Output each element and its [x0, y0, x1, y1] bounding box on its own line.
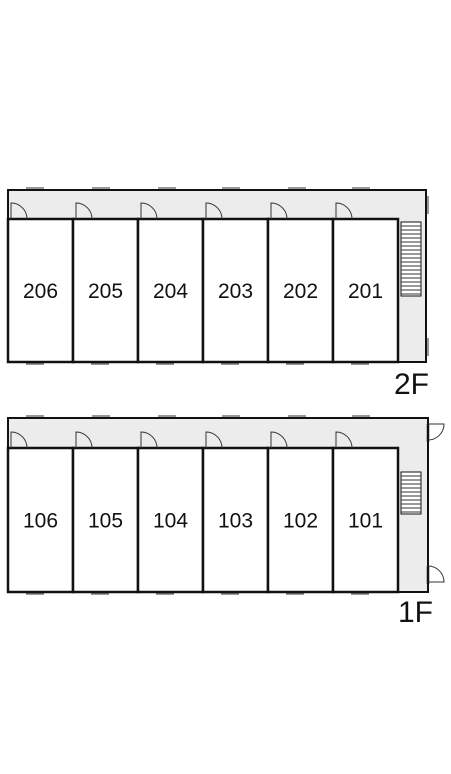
door-icon [75, 202, 93, 220]
entry-door-upper [426, 423, 445, 442]
door-icon [10, 202, 28, 220]
unit-number: 206 [23, 280, 58, 303]
door-icon [75, 431, 93, 449]
unit-number: 201 [348, 280, 383, 303]
room-103: 103 [201, 446, 270, 595]
door-icon [335, 202, 353, 220]
room-outline [331, 217, 400, 364]
floor-1f: 106 105 104 103 102 101 1F [6, 415, 445, 629]
unit-number: 203 [218, 280, 253, 303]
door-icon [270, 202, 288, 220]
room-outline [136, 217, 205, 364]
room-outline [6, 217, 75, 364]
room-204: 204 [136, 217, 205, 365]
door-icon [205, 431, 223, 449]
unit-number: 205 [88, 280, 123, 303]
room-outline [71, 446, 140, 594]
room-203: 203 [201, 217, 270, 365]
door-icon [270, 431, 288, 449]
room-102: 102 [266, 446, 335, 595]
unit-number: 204 [153, 280, 188, 303]
room-206: 206 [6, 217, 75, 365]
room-outline [136, 446, 205, 594]
floor-label-2f: 2F [394, 368, 429, 401]
room-201: 201 [331, 217, 400, 365]
stairs-1f [400, 471, 422, 515]
room-205: 205 [71, 217, 140, 365]
room-outline [201, 446, 270, 594]
door-icon [140, 431, 158, 449]
unit-number: 104 [153, 510, 188, 533]
room-202: 202 [266, 217, 335, 365]
room-101: 101 [331, 446, 400, 595]
room-outline [266, 217, 335, 364]
unit-number: 101 [348, 510, 383, 533]
floor-label-1f: 1F [398, 596, 433, 629]
room-105: 105 [71, 446, 140, 595]
door-icon [140, 202, 158, 220]
room-outline [201, 217, 270, 364]
room-106: 106 [6, 446, 75, 595]
door-icon [10, 431, 28, 449]
door-icon [205, 202, 223, 220]
stairs-2f [400, 221, 422, 297]
unit-number: 202 [283, 280, 318, 303]
door-icon [335, 431, 353, 449]
room-outline [331, 446, 400, 594]
unit-number: 105 [88, 510, 123, 533]
unit-number: 106 [23, 510, 58, 533]
entry-door-lower [426, 565, 445, 584]
room-outline [266, 446, 335, 594]
unit-number: 102 [283, 510, 318, 533]
room-104: 104 [136, 446, 205, 595]
window-marks-2f [26, 187, 429, 356]
floor-2f: 206 205 204 203 202 201 2F [6, 187, 429, 401]
unit-number: 103 [218, 510, 253, 533]
